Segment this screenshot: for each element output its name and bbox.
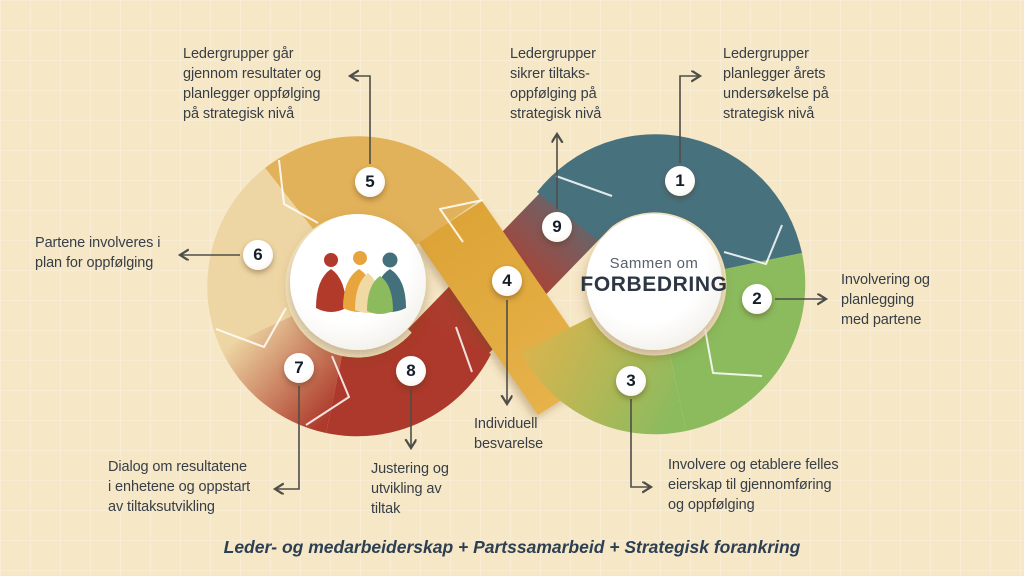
chevron-band4-seg5 <box>439 199 484 243</box>
step-4-label: Individuell besvarelse <box>474 416 544 452</box>
step-3-label: Involvere og etablere felles eierskap ti… <box>668 457 839 513</box>
step-2-badge: 2 <box>742 284 772 314</box>
segment-chevrons <box>215 159 783 426</box>
connector-lines <box>180 76 826 489</box>
step-4-badge: 4 <box>492 266 522 296</box>
logo-body-green <box>367 276 393 314</box>
step-1-label: Ledergrupper planlegger årets undersøkel… <box>723 46 829 122</box>
logo-head-red <box>324 253 338 267</box>
step-9-badge: 9 <box>542 212 572 242</box>
step-9-label: Ledergrupper sikrer tiltaks- oppfølging … <box>510 46 602 122</box>
chevron-band9-seg1 <box>555 175 613 197</box>
chevron-seg8-band9 <box>455 326 473 373</box>
connector-step3-arrow <box>630 399 651 487</box>
logo-head-teal <box>382 252 398 268</box>
step-1-badge: 1 <box>665 166 695 196</box>
chevron-seg7-seg8 <box>305 355 350 426</box>
connector-step7-arrow <box>275 386 300 489</box>
chevron-seg6-seg7 <box>215 307 287 348</box>
hub-wordmark-bottom: FORBEDRING <box>580 273 728 296</box>
segment-1-teal <box>537 134 802 269</box>
segment-7-gradient <box>221 316 342 433</box>
right-hub-circle <box>586 214 722 350</box>
logo-head-orange <box>353 251 367 265</box>
step-5-badge: 5 <box>355 167 385 197</box>
step-6-badge: 6 <box>243 240 273 270</box>
step-5-label: Ledergrupper går gjennom resultater og p… <box>183 46 322 122</box>
step-8-badge: 8 <box>396 356 426 386</box>
step-7-badge: 7 <box>284 353 314 383</box>
chevron-seg2-seg3 <box>704 328 763 377</box>
step-7-label: Dialog om resultatene i enhetene og opps… <box>108 459 251 515</box>
hub-wordmark: Sammen om FORBEDRING <box>574 255 734 297</box>
three-people-logo-icon <box>316 251 406 314</box>
step-2-label: Involvering og planlegging med partene <box>841 272 930 328</box>
logo-body-red <box>316 269 346 312</box>
connector-step1-arrow <box>679 76 700 163</box>
chevron-seg1-seg2 <box>723 224 783 265</box>
step-6-label: Partene involveres i plan for oppfølging <box>35 235 161 271</box>
segment-3-gradient <box>521 317 686 435</box>
step-8-label: Justering og utvikling av tiltak <box>371 461 449 517</box>
diagram-caption: Leder- og medarbeiderskap + Partssamarbe… <box>223 537 801 557</box>
chevron-seg5-seg6 <box>278 159 319 224</box>
hub-wordmark-top: Sammen om <box>609 255 699 272</box>
connector-step5-arrow <box>350 76 371 164</box>
step-3-badge: 3 <box>616 366 646 396</box>
